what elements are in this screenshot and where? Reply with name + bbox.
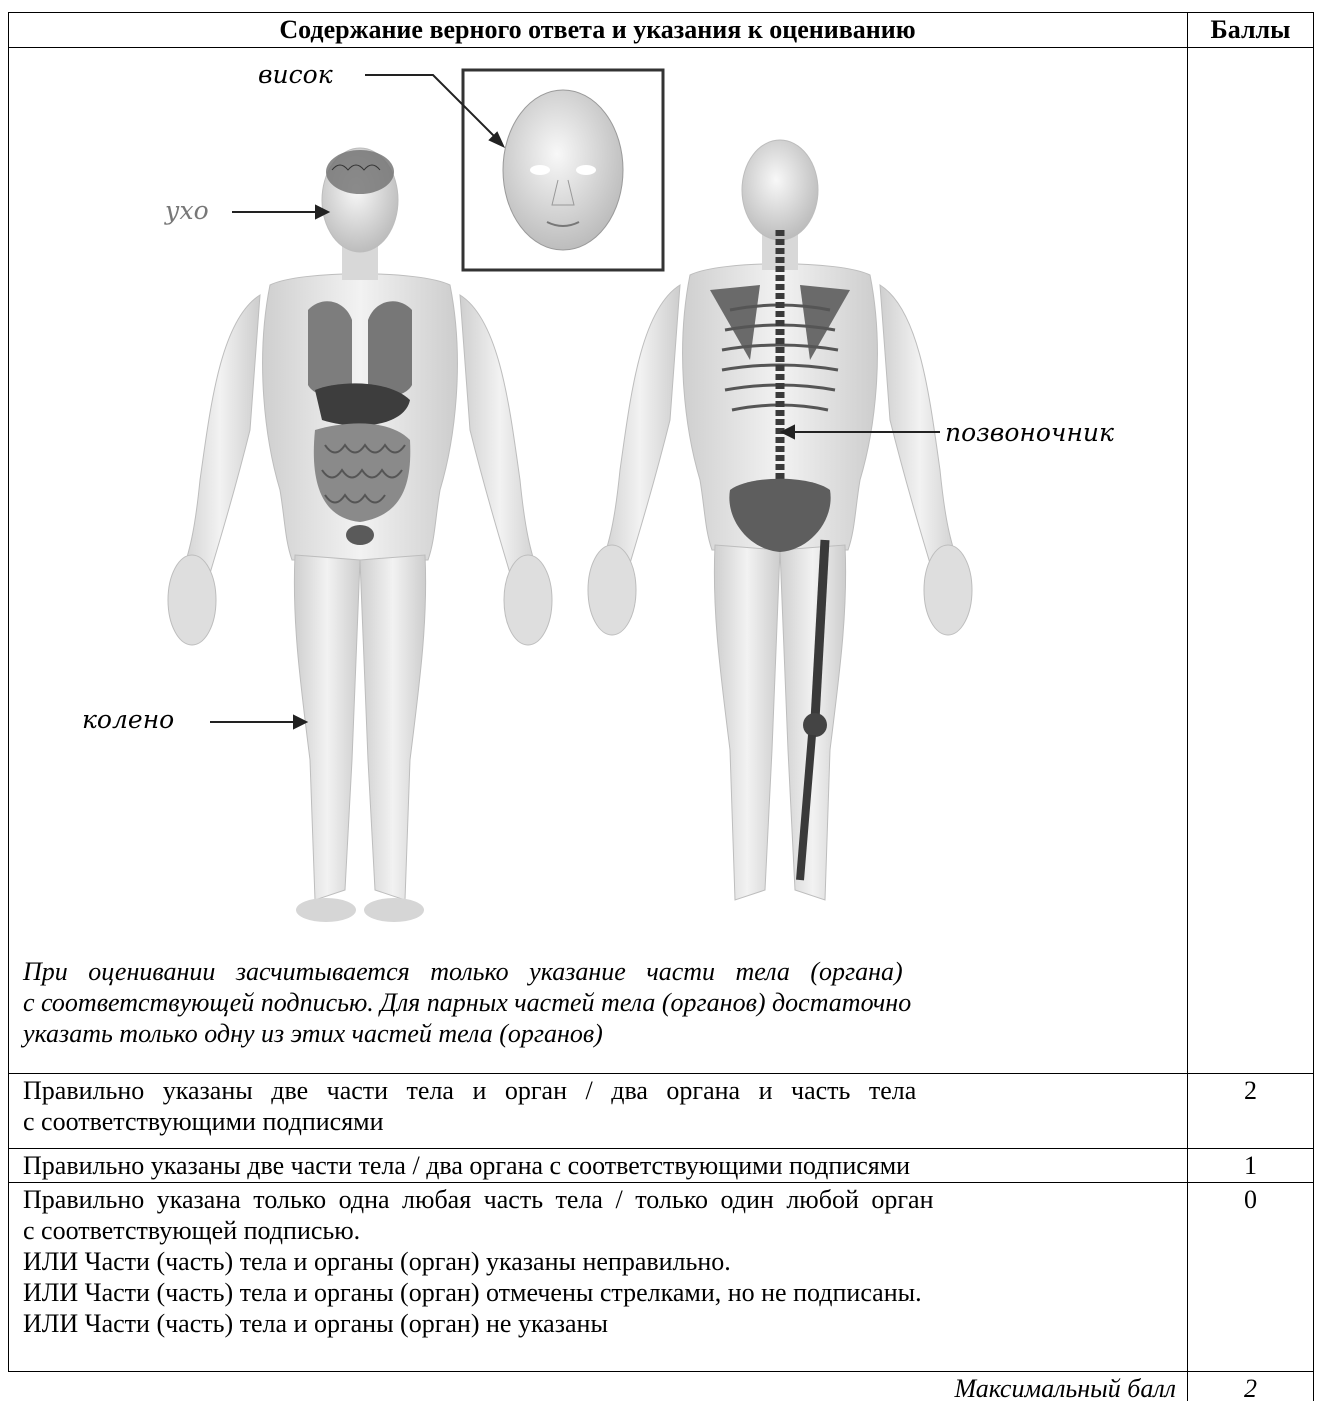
label-ear: ухо xyxy=(165,196,209,225)
figure-row-bottom-border xyxy=(8,1073,1314,1074)
row1-bottom-border xyxy=(8,1148,1314,1149)
grading-note-line: указать только одну из этих частей тела … xyxy=(23,1018,1176,1049)
criterion-line: с соответствующей подписью. xyxy=(23,1215,1176,1246)
row2-bottom-border xyxy=(8,1182,1314,1183)
max-score-value: 2 xyxy=(1188,1373,1313,1404)
criterion-row-0: Правильно указана только одна любая част… xyxy=(23,1184,1176,1339)
label-spine: позвоночник xyxy=(945,418,1114,447)
score-0: 0 xyxy=(1188,1184,1313,1215)
criterion-row-1: Правильно указаны две части тела / два о… xyxy=(23,1150,1176,1181)
criterion-line: ИЛИ Части (часть) тела и органы (орган) … xyxy=(23,1277,1176,1308)
header-bottom-border xyxy=(8,47,1314,48)
table-left-border xyxy=(8,12,9,1372)
row3-bottom-border xyxy=(8,1371,1314,1372)
temple-inset xyxy=(463,70,663,270)
score-1: 1 xyxy=(1188,1150,1313,1181)
criterion-line: Правильно указана только одна любая част… xyxy=(23,1184,1176,1215)
criterion-line: Правильно указаны две части тела / два о… xyxy=(23,1150,1176,1181)
criterion-line: с соответствующими подписями xyxy=(23,1106,1176,1137)
grading-note-line: При оценивании засчитывается только указ… xyxy=(23,956,1176,987)
max-score-label: Максимальный балл xyxy=(23,1373,1176,1404)
header-score-column: Баллы xyxy=(1188,14,1313,45)
grading-note: При оценивании засчитывается только указ… xyxy=(23,956,1176,1049)
header-content-column: Содержание верного ответа и указания к о… xyxy=(8,14,1187,45)
label-temple: висок xyxy=(258,60,333,89)
table-right-border xyxy=(1313,12,1314,1401)
criterion-row-2: Правильно указаны две части тела и орган… xyxy=(23,1075,1176,1137)
criterion-line: ИЛИ Части (часть) тела и органы (орган) … xyxy=(23,1308,1176,1339)
criterion-line: ИЛИ Части (часть) тела и органы (орган) … xyxy=(23,1246,1176,1277)
grading-note-line: с соответствующей подписью. Для парных ч… xyxy=(23,987,1176,1018)
criterion-line: Правильно указаны две части тела и орган… xyxy=(23,1075,1176,1106)
label-knee: колено xyxy=(82,705,174,734)
table-top-border xyxy=(8,12,1314,13)
score-2: 2 xyxy=(1188,1075,1313,1106)
anatomy-illustration xyxy=(60,60,1180,940)
